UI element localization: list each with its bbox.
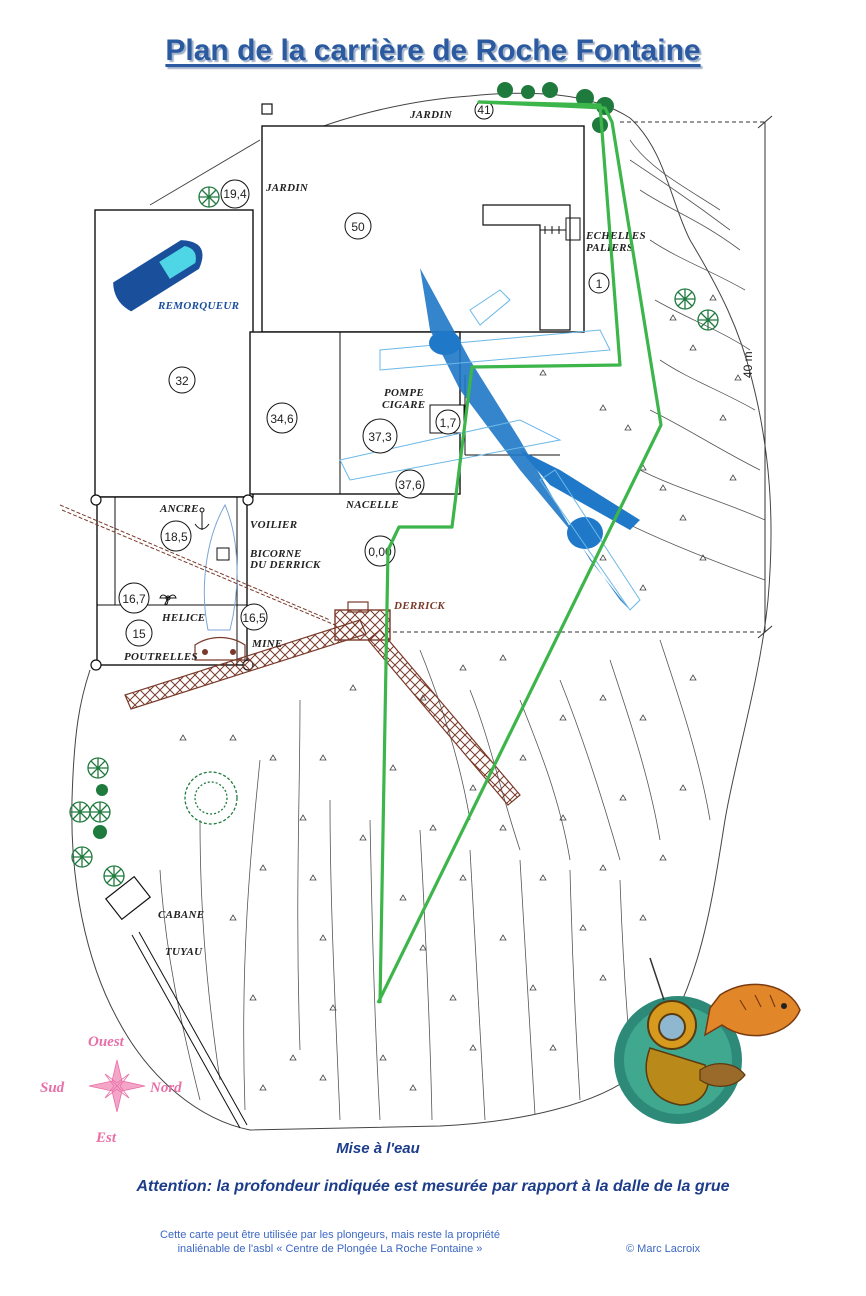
tree-icon: [69, 186, 719, 887]
compass-south: Sud: [40, 1080, 65, 1096]
depth-warning: Attention: la profondeur indiquée est me…: [136, 1178, 730, 1195]
label-jardin-left: JARDIN: [265, 182, 309, 194]
label-tuyau: TUYAU: [165, 946, 203, 958]
pipe: [131, 931, 248, 1129]
ladder-structure: [482, 204, 571, 331]
ladder-rungs: [540, 217, 581, 241]
depth-15: 15: [132, 627, 146, 641]
label-remorqueur: REMORQUEUR: [157, 300, 239, 312]
compass-rose-icon: [88, 1059, 146, 1113]
plane-wreck: [339, 268, 641, 611]
depth-34-6: 34,6: [270, 412, 294, 426]
footer-line-1: Cette carte peut être utilisée par les p…: [160, 1229, 500, 1241]
label-derrick: DERRICK: [393, 600, 445, 612]
label-bicorne: BICORNE: [249, 548, 302, 560]
depth-0-00: 0,00: [368, 545, 392, 559]
quarry-outline-left: [149, 139, 261, 206]
depth-41: 41: [477, 103, 491, 117]
label-nacelle: NACELLE: [345, 499, 399, 511]
depth-1-7: 1,7: [440, 416, 457, 430]
map-title: Plan de la carrière de Roche Fontaine: [165, 34, 701, 67]
depth-50: 50: [351, 220, 365, 234]
copyright: © Marc Lacroix: [626, 1243, 701, 1255]
scale-label: 40 m: [741, 351, 755, 378]
rock-markers: [179, 294, 742, 1091]
depth-1: 1: [596, 277, 603, 291]
platforms: [94, 125, 585, 666]
sailboat-wreck: [203, 503, 238, 631]
diver-logo-icon: [614, 957, 801, 1124]
depth-37-6: 37,6: [398, 478, 422, 492]
quarry-outline: [71, 92, 772, 1131]
scree-lines: [159, 139, 766, 1121]
depth-16-5: 16,5: [242, 611, 266, 625]
label-cigare: CIGARE: [382, 399, 425, 411]
entry-point-label: Mise à l'eau: [336, 1140, 420, 1157]
footer-note: Cette carte peut être utilisée par les p…: [90, 1228, 570, 1256]
derrick-crane: [59, 504, 521, 806]
scale-bar: [386, 115, 773, 639]
depth-32: 32: [175, 374, 189, 388]
depth-19-4: 19,4: [223, 187, 247, 201]
cabin: [104, 875, 152, 921]
depth-37-3: 37,3: [368, 430, 392, 444]
label-ancre: ANCRE: [159, 503, 199, 515]
anchor-icon: [194, 507, 210, 530]
compass-east: Est: [95, 1130, 117, 1146]
depth-18-5: 18,5: [164, 530, 188, 544]
compass-west: Ouest: [88, 1034, 125, 1050]
dive-route: [376, 100, 663, 1004]
label-voilier: VOILIER: [250, 519, 297, 531]
compass-north: Nord: [149, 1080, 182, 1096]
label-helice: HELICE: [161, 612, 205, 624]
label-echelles: ECHELLES: [585, 230, 646, 242]
tugboat-wreck: [113, 240, 203, 312]
label-pompe: POMPE: [384, 387, 424, 399]
label-jardin-top: JARDIN: [409, 109, 453, 121]
label-cabane: CABANE: [158, 909, 204, 921]
propeller-icon: [159, 594, 177, 605]
label-poutrelles: POUTRELLES: [124, 651, 198, 663]
footer-line-2: inaliénable de l'asbl « Centre de Plongé…: [177, 1243, 483, 1255]
label-du-derrick: DU DERRICK: [249, 559, 321, 571]
depth-16-7: 16,7: [122, 592, 146, 606]
label-mine: MINE: [251, 638, 283, 650]
